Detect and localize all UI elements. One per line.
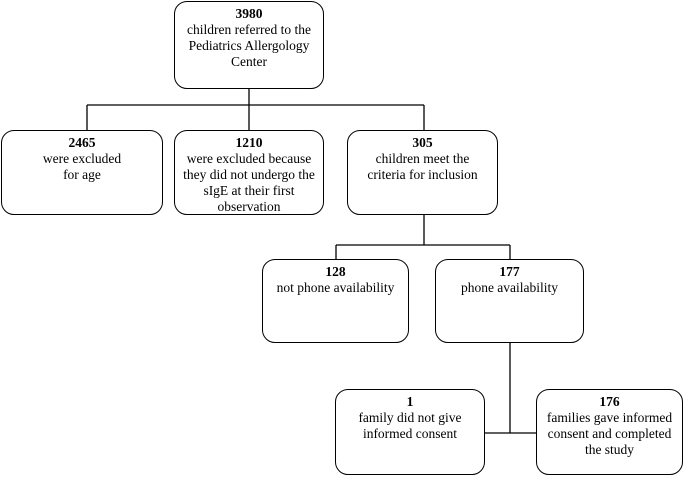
label-phone: phone availability	[460, 280, 559, 295]
label-excluded-sige: were excluded because they did not under…	[183, 151, 315, 214]
box-excluded-age: 2465 were excluded for age	[1, 130, 163, 215]
box-inclusion: 305 children meet the criteria for inclu…	[347, 130, 498, 215]
label-no-phone: not phone availability	[276, 280, 395, 295]
count-no-consent: 1	[406, 394, 414, 409]
label-completed: families gave informed consent and compl…	[546, 410, 673, 457]
box-excluded-sige: 1210 were excluded because they did not …	[174, 130, 324, 215]
box-no-consent: 1 family did not give informed consent	[335, 389, 485, 475]
count-no-phone: 128	[325, 264, 346, 279]
count-excluded-age: 2465	[68, 135, 96, 150]
count-excluded-sige: 1210	[235, 135, 263, 150]
count-phone: 177	[499, 264, 520, 279]
count-referred: 3980	[235, 6, 263, 21]
label-inclusion: children meet the criteria for inclusion	[367, 151, 478, 182]
box-completed: 176 families gave informed consent and c…	[536, 389, 683, 475]
count-completed: 176	[599, 394, 620, 409]
count-inclusion: 305	[412, 135, 433, 150]
label-excluded-age: were excluded for age	[42, 151, 122, 182]
box-no-phone: 128 not phone availability	[262, 259, 409, 343]
box-referred: 3980 children referred to the Pediatrics…	[174, 1, 324, 89]
box-phone: 177 phone availability	[435, 259, 584, 343]
label-no-consent: family did not give informed consent	[358, 410, 462, 441]
label-referred: children referred to the Pediatrics Alle…	[186, 22, 312, 69]
